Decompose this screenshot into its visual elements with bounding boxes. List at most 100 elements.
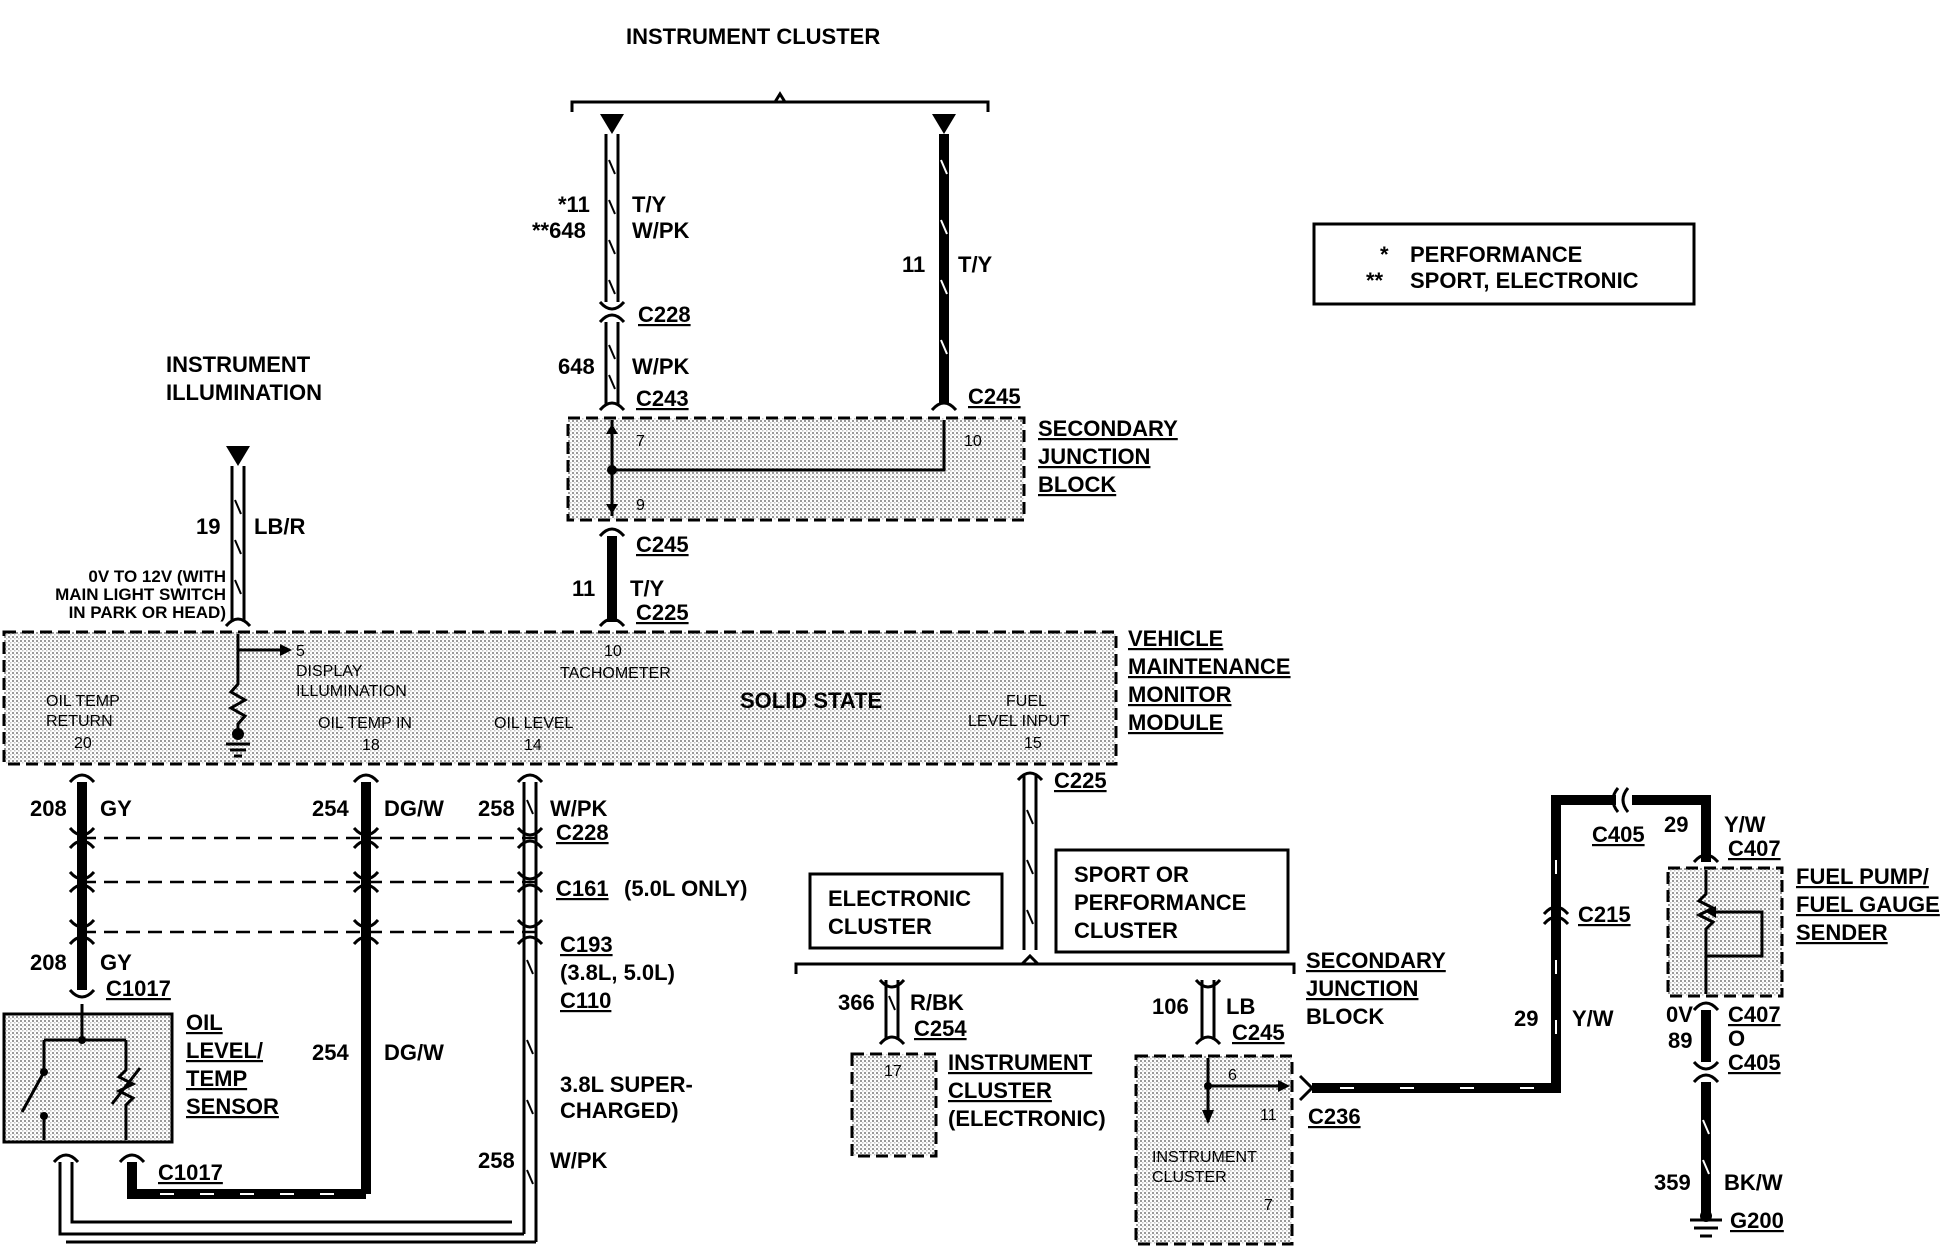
vmm-fuel-level-2: LEVEL INPUT <box>968 713 1070 730</box>
wire-11-b-number: 11 <box>902 252 925 277</box>
wire-wpk-b-color: W/PK <box>632 354 690 379</box>
wire-c225-branch <box>1022 776 1038 950</box>
illumination-terminal <box>226 446 250 466</box>
wire-dgw-b-color: DG/W <box>384 1040 444 1065</box>
sjb-top-name-3: BLOCK <box>1038 472 1116 497</box>
fuel-sender-name-3: SENDER <box>1796 920 1888 945</box>
ic-electronic-name-1: INSTRUMENT <box>948 1050 1093 1075</box>
ic-pin-7: 7 <box>1264 1197 1273 1214</box>
illumination-label-2: ILLUMINATION <box>166 380 322 405</box>
vmm-name-4: MODULE <box>1128 710 1223 735</box>
connector-c407-a-label: C407 <box>1728 836 1781 861</box>
sjb-top-name-1: SECONDARY <box>1038 416 1178 441</box>
wire-dgw-a-color: DG/W <box>384 796 444 821</box>
connector-c228-top-symbol <box>598 300 626 324</box>
wire-366-rbk <box>884 980 900 1040</box>
sjb-bottom-name-1: SECONDARY <box>1306 948 1446 973</box>
vmm-fuel-level-1: FUEL <box>1006 693 1047 710</box>
sport-perf-3: CLUSTER <box>1074 918 1178 943</box>
connector-c1017-b-label: C1017 <box>158 1160 223 1185</box>
legend-performance: PERFORMANCE <box>1410 242 1582 267</box>
vmm-pin-18: 18 <box>362 737 380 754</box>
wire-19-lbr <box>230 466 246 622</box>
connector-c215-symbol <box>1542 905 1570 926</box>
connector-c1017-a-label: C1017 <box>106 976 171 1001</box>
vmm-display-illum-1: DISPLAY <box>296 663 363 680</box>
wire-648-lower <box>604 322 620 404</box>
illumination-label-1: INSTRUMENT <box>166 352 311 377</box>
sjb-top-pin-9: 9 <box>636 497 645 514</box>
vmm-illumination-circuit <box>227 634 280 732</box>
wire-29-a-number: 29 <box>1664 812 1688 837</box>
electronic-cluster-1: ELECTRONIC <box>828 886 971 911</box>
ic-name-2: CLUSTER <box>1152 1169 1227 1186</box>
connector-c407-b-label: C407 <box>1728 1002 1781 1027</box>
wire-258-return <box>58 1162 536 1244</box>
sjb-bottom-name-2: JUNCTION <box>1306 976 1418 1001</box>
wire-648-a-number: **648 <box>532 218 586 243</box>
wire-254-a-number: 254 <box>312 796 349 821</box>
ic-electronic-name-2: CLUSTER <box>948 1078 1052 1103</box>
connector-c193-note: (3.8L, 5.0L) <box>560 960 675 985</box>
wire-ty-c-color: T/Y <box>630 576 665 601</box>
sjb-top-pin-10: 10 <box>964 433 982 450</box>
supercharged-note-2: CHARGED) <box>560 1098 679 1123</box>
connector-c236-label: C236 <box>1308 1104 1361 1129</box>
wire-wpk-c-color: W/PK <box>550 796 608 821</box>
vmm-name-3: MONITOR <box>1128 682 1232 707</box>
top-terminal-left <box>600 114 624 134</box>
supply-note-3: IN PARK OR HEAD) <box>69 603 226 622</box>
supply-note-2: MAIN LIGHT SWITCH <box>55 585 226 604</box>
connector-c110-label: C110 <box>560 988 611 1013</box>
legend-box <box>1312 222 1696 306</box>
wire-19-number: 19 <box>196 514 220 539</box>
vmm-solid-state: SOLID STATE <box>740 688 882 713</box>
connector-c225-top-label: C225 <box>636 600 689 625</box>
wire-gy-a-color: GY <box>100 796 132 821</box>
wire-359-number: 359 <box>1654 1170 1691 1195</box>
connector-c225-right-label: C225 <box>1054 768 1107 793</box>
connector-c228-bot-label: C228 <box>556 820 609 845</box>
sjb-top-pin-7: 7 <box>636 433 645 450</box>
connector-c405-a-label: C405 <box>1592 822 1645 847</box>
oil-sensor-name-4: SENSOR <box>186 1094 279 1119</box>
wire-106-lb <box>1200 980 1216 1040</box>
fuel-sender-name-2: FUEL GAUGE <box>1796 892 1940 917</box>
wire-11-a-number: *11 <box>558 192 590 217</box>
electronic-cluster-box <box>808 872 1004 950</box>
wire-bkw-color: BK/W <box>1724 1170 1783 1195</box>
cluster-option-bracket <box>794 953 1296 974</box>
connector-c245-mid-label: C245 <box>636 532 689 557</box>
connector-humps-left <box>68 773 544 999</box>
oil-sensor-name-3: TEMP <box>186 1066 247 1091</box>
sjb-bottom-name-3: BLOCK <box>1306 1004 1384 1029</box>
vmm-pin-5: 5 <box>296 643 305 660</box>
ground-symbol-g200 <box>1690 1218 1722 1238</box>
legend-sport-electronic: SPORT, ELECTRONIC <box>1410 268 1639 293</box>
wire-254-b-number: 254 <box>312 1040 349 1065</box>
legend-star-2: ** <box>1366 268 1384 293</box>
ic-electronic-name-3: (ELECTRONIC) <box>948 1106 1106 1131</box>
connector-c245-top-label: C245 <box>968 384 1021 409</box>
vmm-display-illum-2: ILLUMINATION <box>296 683 407 700</box>
vmm-pin-15: 15 <box>1024 735 1042 752</box>
wire-366-number: 366 <box>838 990 875 1015</box>
ic-pin-6: 6 <box>1228 1067 1237 1084</box>
wire-ty-b-color: T/Y <box>958 252 993 277</box>
fuel-sender-internal <box>1695 870 1764 994</box>
vmm-pin-20: 20 <box>74 735 92 752</box>
supply-note-1: 0V TO 12V (WITH <box>88 567 226 586</box>
wire-ty-a-color: T/Y <box>632 192 667 217</box>
top-bracket <box>570 91 990 112</box>
oil-sensor-name-1: OIL <box>186 1010 223 1035</box>
wire-648-upper <box>604 134 620 302</box>
vmm-oil-temp-in: OIL TEMP IN <box>318 715 412 732</box>
connector-c228-top-label: C228 <box>638 302 691 327</box>
fuel-pump-gauge-sender <box>1666 866 1784 998</box>
supercharged-note-1: 3.8L SUPER- <box>560 1072 693 1097</box>
vehicle-maintenance-monitor-module <box>2 630 1118 766</box>
connector-c243-label: C243 <box>636 386 689 411</box>
wire-rbk-color: R/BK <box>910 990 964 1015</box>
connector-c405-a-symbol <box>1611 787 1630 813</box>
